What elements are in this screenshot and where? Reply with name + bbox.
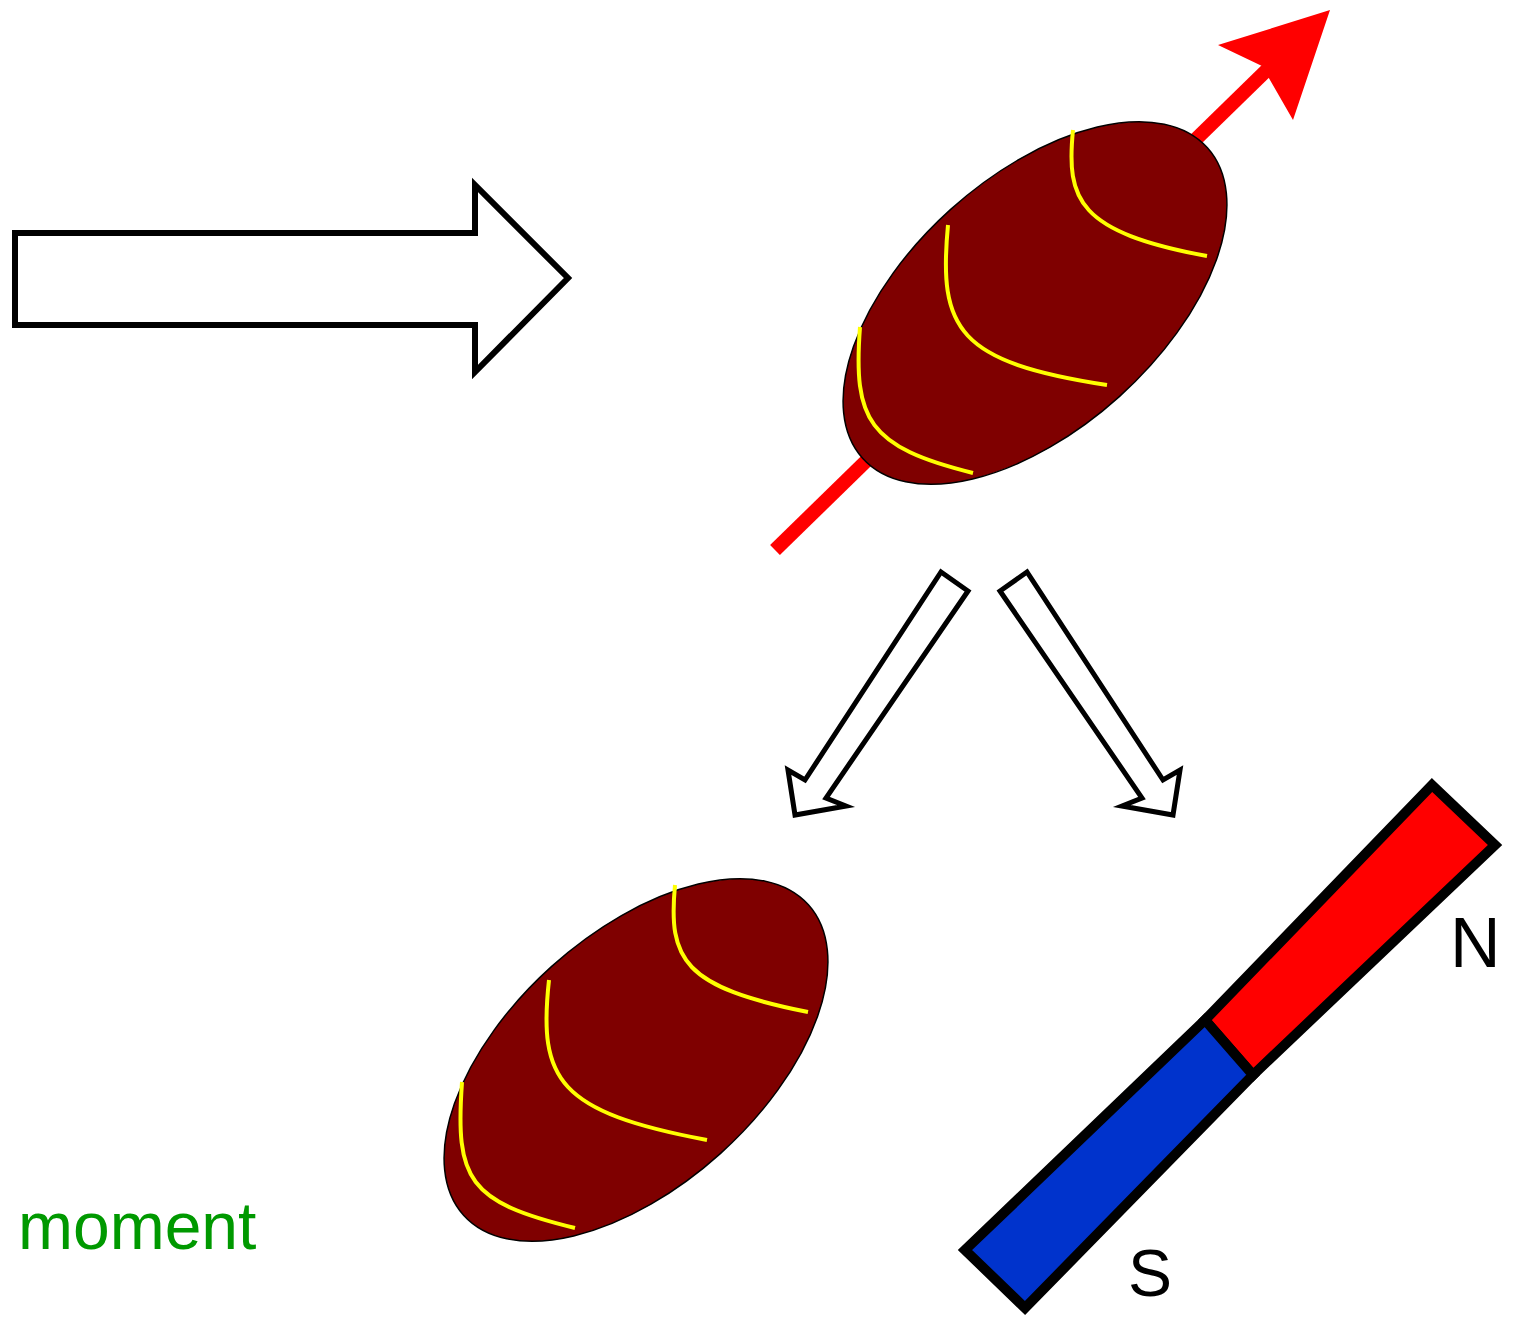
pole-label: N	[1450, 908, 1501, 978]
flagella-lines	[460, 885, 808, 1228]
bacterium	[379, 811, 892, 1309]
hollow-arrow	[788, 572, 968, 815]
hollow-arrow	[1000, 572, 1180, 815]
bacterium	[778, 54, 1291, 552]
flagella-lines	[859, 130, 1207, 473]
pole-label: S	[1128, 1240, 1172, 1306]
hollow-arrow	[15, 185, 568, 372]
magnet-south	[965, 1020, 1253, 1308]
moment-arrowhead	[1218, 10, 1330, 120]
caption-label: moment	[18, 1193, 256, 1259]
